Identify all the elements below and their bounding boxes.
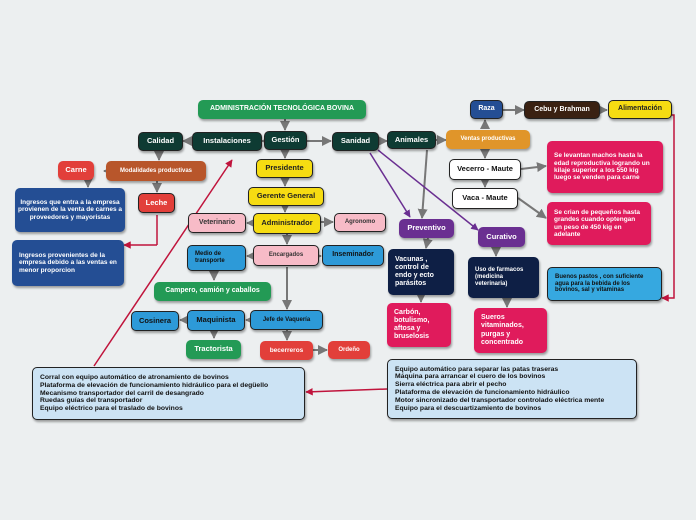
instalaciones-node[interactable]: Instalaciones xyxy=(192,132,262,151)
gestion-node[interactable]: Gestión xyxy=(264,131,307,150)
gerente-general-node[interactable]: Gerente General xyxy=(248,187,324,206)
map-title[interactable]: ADMINISTRACIÓN TECNOLÓGICA BOVINA xyxy=(198,100,366,119)
medio-transporte-node[interactable]: Medio de transporte xyxy=(187,245,246,271)
list-item: Equipo eléctrico para el traslado de bov… xyxy=(40,405,183,413)
list-item: Mecanismo transportador del carril de de… xyxy=(40,389,204,397)
modalidades-productivas-node[interactable]: Modalidades productivas xyxy=(106,161,206,181)
sueros-node[interactable]: Sueros vitaminados, purgas y concentrado xyxy=(474,308,547,353)
list-item: Equipo para el descuartizamiento de bovi… xyxy=(395,404,542,412)
list-item: Plataforma de elevación de funcionamient… xyxy=(40,381,269,389)
list-item: Plataforma de elevación de funcionamient… xyxy=(395,389,570,396)
machos-note: Se levantan machos hasta la edad reprodu… xyxy=(547,141,663,193)
curativo-node[interactable]: Curativo xyxy=(478,227,525,247)
alimentacion-node[interactable]: Alimentación xyxy=(608,100,672,119)
becerreros-node[interactable]: becerreros xyxy=(260,341,313,360)
carbon-node[interactable]: Carbón, botulismo, aftosa y bruselosis xyxy=(387,303,451,347)
ordeno-node[interactable]: Ordeño xyxy=(328,341,370,359)
sanidad-node[interactable]: Sanidad xyxy=(332,132,379,151)
vecerro-maute-node[interactable]: Vecerro - Maute xyxy=(449,159,521,180)
jefe-vaqueria-node[interactable]: Jefe de Vaquería xyxy=(250,310,323,330)
farmacos-node[interactable]: Uso de farmacos (medicina veterinaria) xyxy=(468,257,539,298)
instalaciones-equipment-list: Corral con equipo automático de atronami… xyxy=(32,367,305,420)
list-item: Equipo automático para separar las patas… xyxy=(395,365,559,373)
tractorista-node[interactable]: Tractorista xyxy=(186,340,241,359)
agronomo-node[interactable]: Agronomo xyxy=(334,213,386,232)
inseminador-node[interactable]: Inseminador xyxy=(322,245,384,266)
list-item: Sierra eléctrica para abrir el pecho xyxy=(395,381,507,389)
carne-node[interactable]: Carne xyxy=(58,161,94,180)
administrador-node[interactable]: Administrador xyxy=(253,213,321,234)
list-item: Motor sincronizado del transportador con… xyxy=(395,396,605,404)
encargados-node[interactable]: Encargados xyxy=(253,245,319,266)
calidad-node[interactable]: Calidad xyxy=(138,132,183,151)
pastos-note: Buenos pastos , con suficiente agua para… xyxy=(547,267,662,301)
ingresos-carne-note: Ingresos que entra a la empresa proviene… xyxy=(15,188,125,232)
maquinista-node[interactable]: Maquinista xyxy=(187,310,245,331)
campero-camion-node[interactable]: Campero, camión y caballos xyxy=(154,282,271,301)
list-item: Máquina para arrancar el cuero de los bo… xyxy=(395,373,546,381)
leche-node[interactable]: Leche xyxy=(138,193,175,213)
ventas-productivas-node[interactable]: Ventas productivas xyxy=(446,130,530,149)
cosinera-node[interactable]: Cosinera xyxy=(131,311,179,331)
ingresos-leche-note: Ingresos provenientes de la empresa debi… xyxy=(12,240,124,286)
raza-node[interactable]: Raza xyxy=(470,100,503,119)
pequenos-note: Se crian de pequeños hasta grandes cuand… xyxy=(547,202,651,245)
preventivo-node[interactable]: Preventivo xyxy=(399,219,454,238)
vacunas-node[interactable]: Vacunas , control de endo y ecto parásit… xyxy=(388,249,454,295)
presidente-node[interactable]: Presidente xyxy=(256,159,313,178)
cebu-brahman-node[interactable]: Cebu y Brahman xyxy=(524,101,600,119)
processing-equipment-list: Equipo automático para separar las patas… xyxy=(387,359,637,419)
list-item: Ruedas guías del transportador xyxy=(40,397,143,405)
veterinario-node[interactable]: Veterinario xyxy=(188,213,246,233)
list-item: Corral con equipo automático de atronami… xyxy=(40,373,229,381)
vaca-maute-node[interactable]: Vaca - Maute xyxy=(452,188,518,209)
animales-node[interactable]: Animales xyxy=(387,131,436,149)
